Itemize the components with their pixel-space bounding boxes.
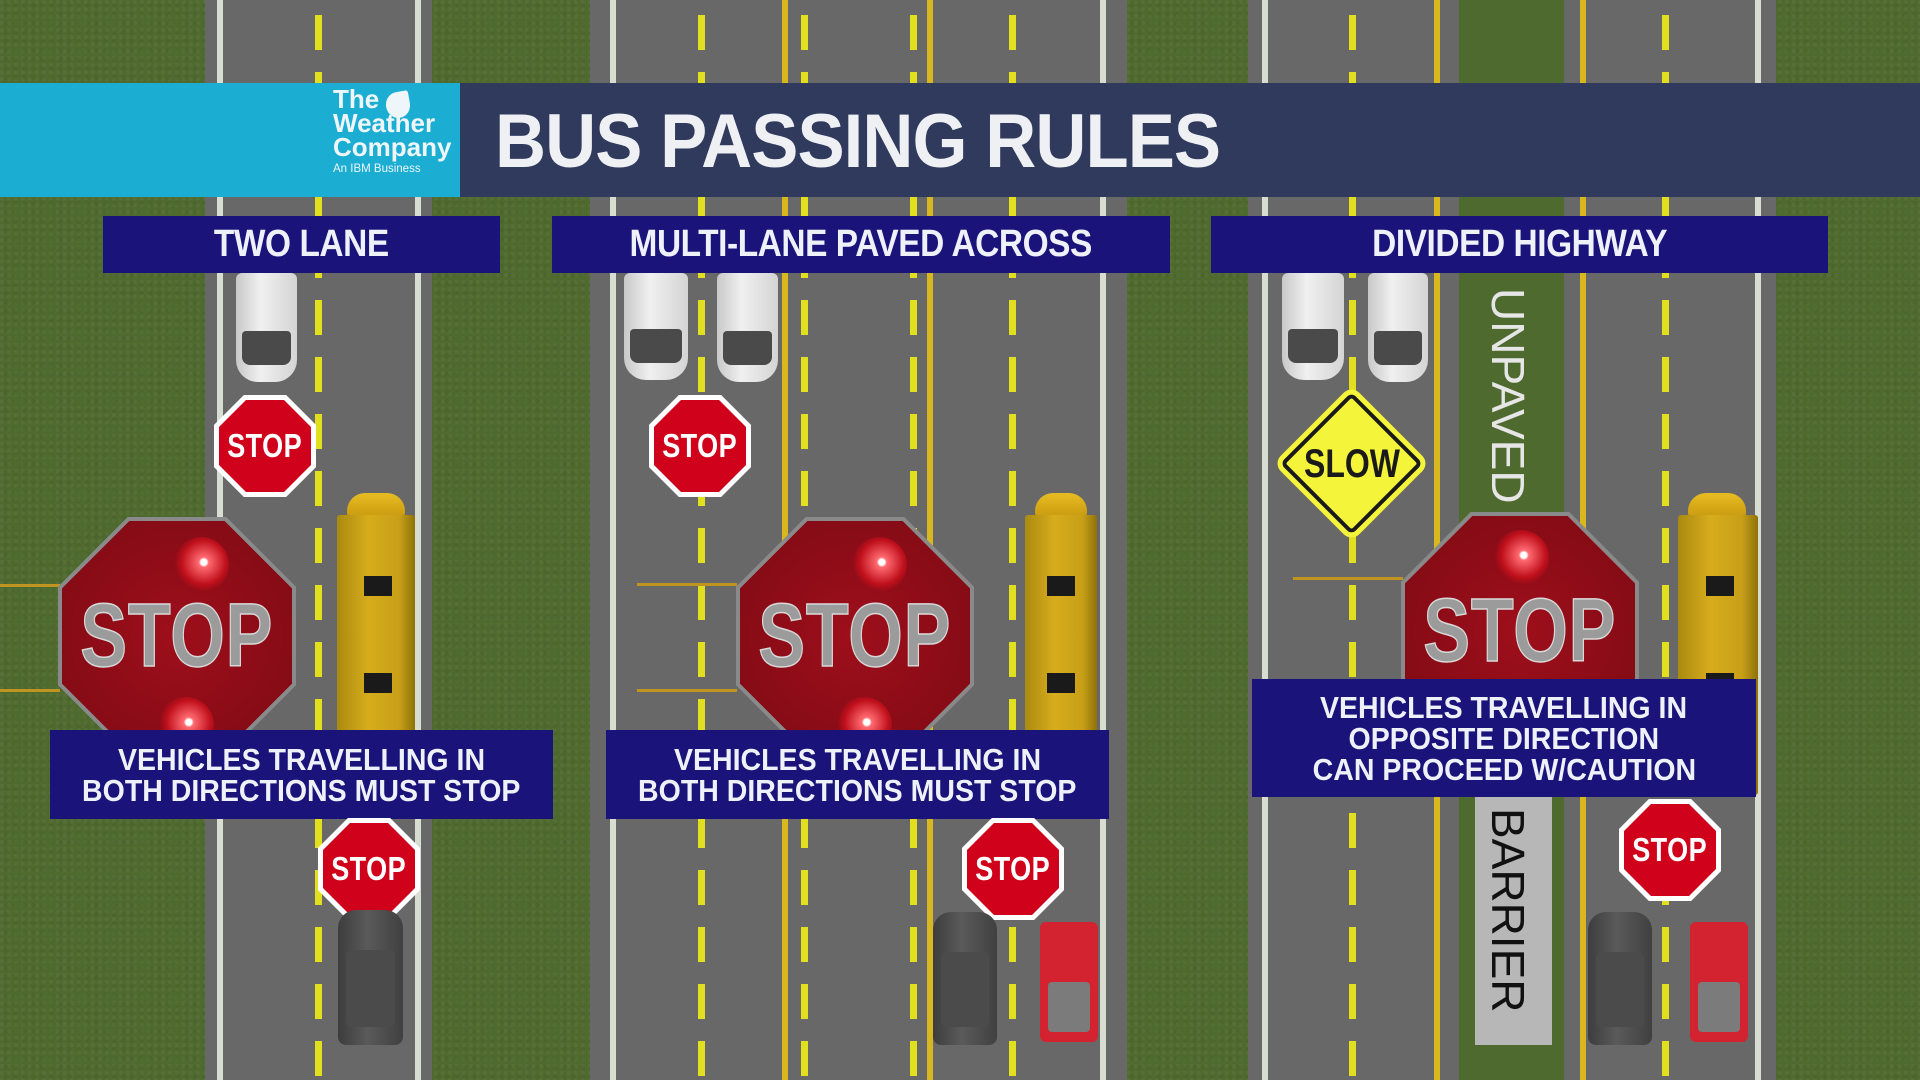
white-car (717, 273, 778, 382)
unpaved-label: UNPAVED (1482, 288, 1534, 504)
stop-sign-small: STOP (214, 395, 316, 497)
stop-sign-small: STOP (962, 818, 1064, 920)
slow-sign: SLOW (1273, 385, 1430, 542)
stop-sign-text: STOP (758, 585, 952, 687)
rule-caption: VEHICLES TRAVELLING IN BOTH DIRECTIONS M… (606, 730, 1109, 819)
stop-arm-rod (637, 689, 737, 692)
stop-sign-text: STOP (1632, 831, 1708, 868)
rule-caption: VEHICLES TRAVELLING IN OPPOSITE DIRECTIO… (1252, 679, 1756, 797)
red-jeep (1690, 922, 1748, 1042)
white-car (1282, 273, 1344, 380)
section-label-text: MULTI-LANE PAVED ACROSS (629, 223, 1093, 265)
section-label-text: TWO LANE (214, 223, 389, 265)
logo-line-3: Company (333, 131, 452, 162)
flashing-light-icon (173, 537, 229, 593)
lane-dashed-line (1349, 0, 1356, 1080)
white-car (624, 273, 688, 380)
caption-line: BOTH DIRECTIONS MUST STOP (638, 772, 1077, 808)
caption-line: OPPOSITE DIRECTION (1348, 720, 1660, 756)
solid-yellow-line (1434, 0, 1440, 1080)
edge-line (1262, 0, 1268, 1080)
logo-block (0, 83, 460, 197)
section-label-multi-lane: MULTI-LANE PAVED ACROSS (552, 216, 1170, 273)
flashing-light-icon (1493, 530, 1549, 586)
edge-line (1755, 0, 1761, 1080)
flashing-light-icon (851, 537, 907, 593)
unpaved-median (1459, 197, 1564, 216)
stop-sign-text: STOP (331, 850, 407, 887)
caption-line: VEHICLES TRAVELLING IN (673, 741, 1042, 777)
rule-caption: VEHICLES TRAVELLING IN BOTH DIRECTIONS M… (50, 730, 553, 819)
stop-arm-rod (0, 584, 60, 587)
bus-stop-arm-sign: STOP (736, 517, 974, 755)
stop-sign-text: STOP (662, 427, 738, 464)
stop-arm-rod (637, 583, 737, 586)
dark-suv (933, 912, 997, 1045)
slow-sign-text: SLOW (1303, 442, 1400, 486)
unpaved-median (1459, 0, 1564, 83)
red-jeep (1040, 922, 1098, 1042)
dark-suv (1588, 912, 1652, 1045)
bus-stop-arm-sign: STOP (58, 517, 296, 755)
caption-line: VEHICLES TRAVELLING IN (117, 741, 486, 777)
stop-sign-small: STOP (649, 395, 751, 497)
lane-dashed-line (1009, 0, 1016, 1080)
logo-line-1: The (333, 84, 380, 114)
dark-suv (338, 910, 403, 1045)
caption-line: BOTH DIRECTIONS MUST STOP (82, 772, 521, 808)
center-dashed-line (315, 0, 322, 1080)
stop-arm-rod (0, 689, 60, 692)
caption-line: VEHICLES TRAVELLING IN (1320, 689, 1688, 725)
barrier-label: BARRIER (1482, 808, 1534, 1013)
stop-sign-text: STOP (80, 585, 274, 687)
caption-line: CAN PROCEED W/CAUTION (1312, 751, 1696, 787)
concrete-barrier (1475, 797, 1552, 1045)
white-car (1368, 273, 1428, 382)
stop-sign-small: STOP (1619, 799, 1721, 901)
section-label-divided-highway: DIVIDED HIGHWAY (1211, 216, 1828, 273)
stop-sign-small: STOP (318, 818, 420, 920)
unpaved-median (1459, 273, 1564, 523)
edge-line (610, 0, 616, 1080)
stop-sign-text: STOP (975, 850, 1051, 887)
solid-yellow-line (927, 0, 933, 1080)
logo-tagline: An IBM Business (333, 162, 421, 175)
edge-line (1100, 0, 1106, 1080)
stop-sign-text: STOP (1423, 580, 1617, 682)
edge-line (415, 0, 421, 1080)
weather-company-logo: The Weather Company An IBM Business (333, 84, 452, 175)
page-title: BUS PASSING RULES (495, 99, 1221, 184)
lane-dashed-line (1662, 0, 1669, 1080)
section-label-two-lane: TWO LANE (103, 216, 500, 273)
white-car (236, 273, 297, 382)
lane-dashed-line (698, 0, 705, 1080)
stop-arm-rod (1293, 577, 1403, 580)
logo-line-2: Weather (333, 107, 436, 138)
section-label-text: DIVIDED HIGHWAY (1371, 223, 1668, 265)
stop-sign-text: STOP (227, 427, 303, 464)
